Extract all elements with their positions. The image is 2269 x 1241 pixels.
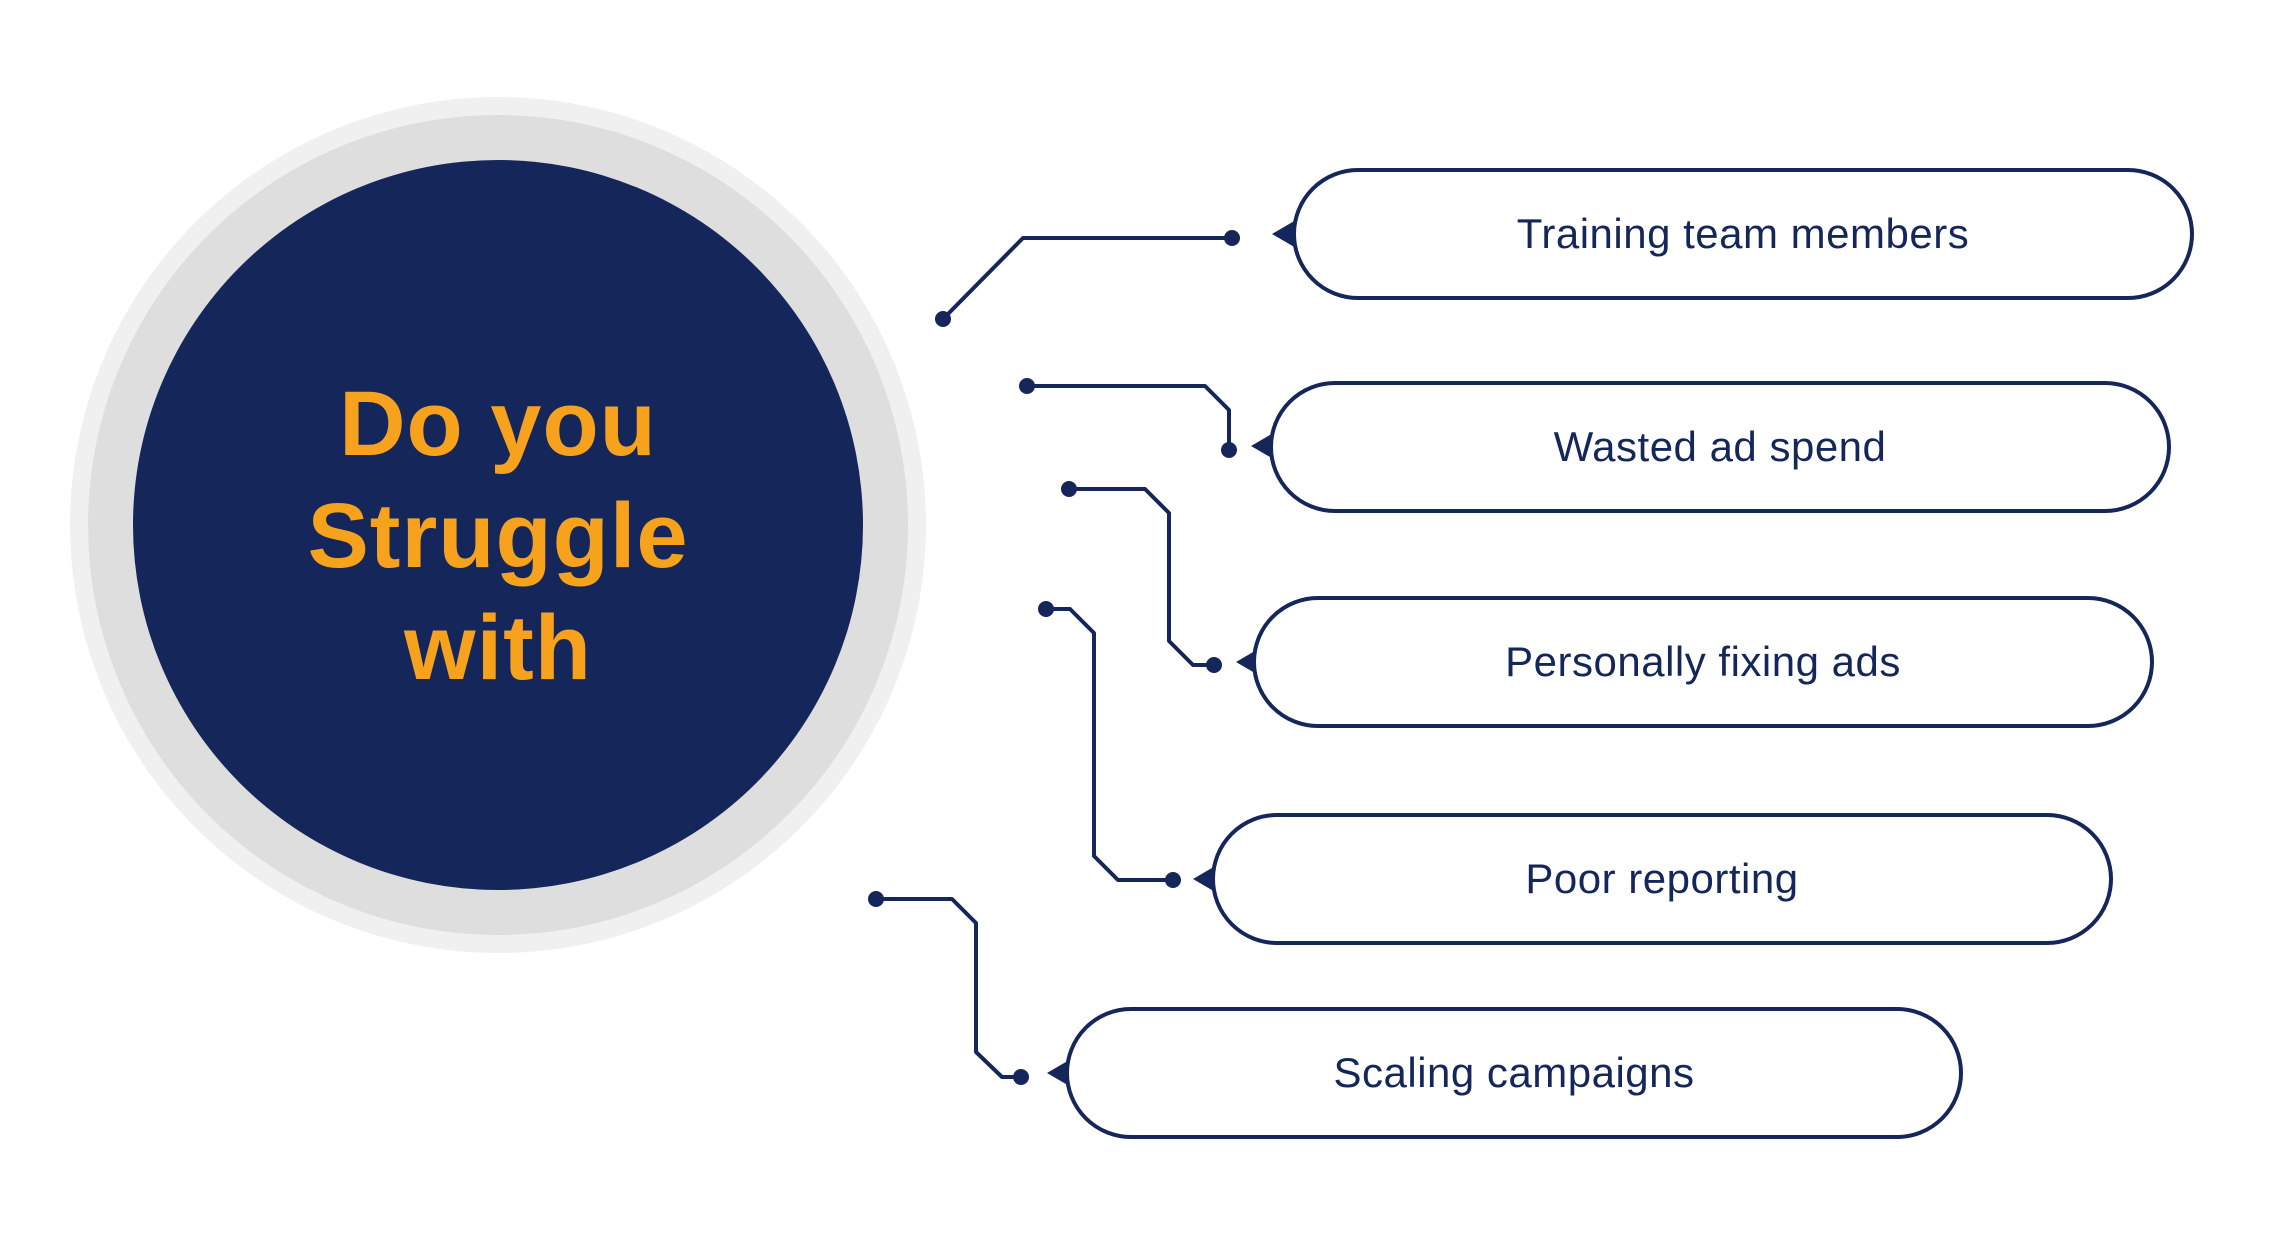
pill-label: Personally fixing ads bbox=[1505, 638, 1901, 685]
pill-label: Wasted ad spend bbox=[1553, 423, 1887, 470]
connector-start-dot bbox=[1061, 481, 1077, 497]
pill-poor-reporting: Poor reporting bbox=[1211, 813, 2113, 945]
struggle-circle bbox=[133, 160, 863, 890]
connector-scaling-campaigns bbox=[868, 891, 1071, 1087]
connector-start-dot bbox=[1019, 378, 1035, 394]
heading-line-2: Struggle bbox=[307, 485, 689, 587]
connector-end-dot bbox=[1013, 1069, 1029, 1085]
connector-line bbox=[1067, 487, 1214, 667]
pill-label: Scaling campaigns bbox=[1333, 1049, 1695, 1096]
pill-label: Poor reporting bbox=[1525, 855, 1799, 902]
connector-line bbox=[1044, 607, 1173, 882]
connector-start-dot bbox=[868, 891, 884, 907]
connector-line bbox=[941, 236, 1234, 321]
connector-line bbox=[1025, 384, 1231, 450]
connector-poor-reporting bbox=[1038, 601, 1217, 893]
connector-end-dot bbox=[1224, 230, 1240, 246]
pill-scaling-campaigns: Scaling campaigns bbox=[1065, 1007, 1963, 1139]
connector-line bbox=[874, 897, 1021, 1079]
circle-heading: Do you Struggle with bbox=[238, 368, 758, 704]
connector-personally-fixing-ads bbox=[1061, 481, 1260, 676]
connector-end-dot bbox=[1165, 872, 1181, 888]
connector-start-dot bbox=[1038, 601, 1054, 617]
heading-line-1: Do you bbox=[339, 373, 657, 475]
pill-label: Training team members bbox=[1516, 210, 1970, 257]
pill-training-team-members: Training team members bbox=[1292, 168, 2194, 300]
heading-line-3: with bbox=[404, 597, 592, 699]
connector-end-dot bbox=[1206, 657, 1222, 673]
connector-start-dot bbox=[935, 311, 951, 327]
connector-wasted-ad-spend bbox=[1019, 378, 1275, 460]
arrowhead-icon bbox=[1272, 220, 1296, 248]
connector-training-team-members bbox=[935, 220, 1296, 327]
pill-wasted-ad-spend: Wasted ad spend bbox=[1269, 381, 2171, 513]
connector-end-dot bbox=[1221, 442, 1237, 458]
pill-personally-fixing-ads: Personally fixing ads bbox=[1252, 596, 2154, 728]
